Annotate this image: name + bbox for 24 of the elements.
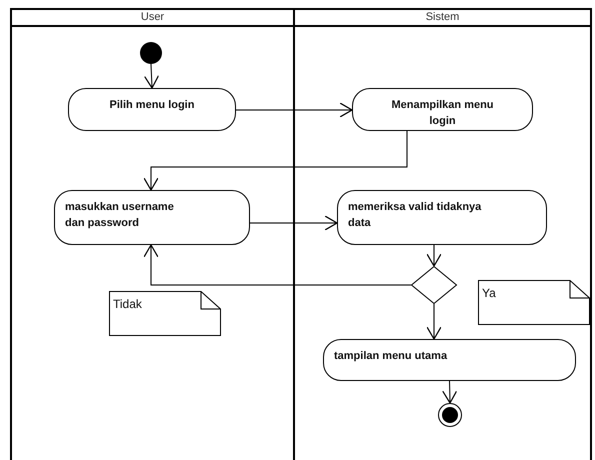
action-box: Pilih menu login (68, 88, 236, 131)
arrow (236, 102, 353, 118)
arrow (143, 244, 412, 286)
lane-title: Sistem (295, 10, 590, 27)
arrow (442, 380, 458, 404)
note-text: Tidak (113, 297, 142, 311)
action-box: masukkan username dan password (54, 190, 250, 245)
arrow (250, 215, 338, 231)
arrow (426, 244, 442, 267)
swimlane (10, 8, 295, 460)
arrow (143, 130, 408, 191)
start-node (140, 42, 162, 64)
note (109, 291, 221, 336)
lane-title: User (12, 10, 293, 27)
action-box: Menampilkan menu login (352, 88, 533, 131)
note (478, 280, 590, 325)
action-box: memeriksa valid tidaknya data (337, 190, 547, 245)
decision-diamond (411, 266, 457, 304)
note-text: Ya (482, 286, 496, 300)
arrow (426, 304, 442, 340)
swimlane (293, 8, 592, 460)
action-box: tampilan menu utama (323, 339, 576, 381)
arrow (144, 64, 160, 89)
end-node (438, 403, 462, 427)
